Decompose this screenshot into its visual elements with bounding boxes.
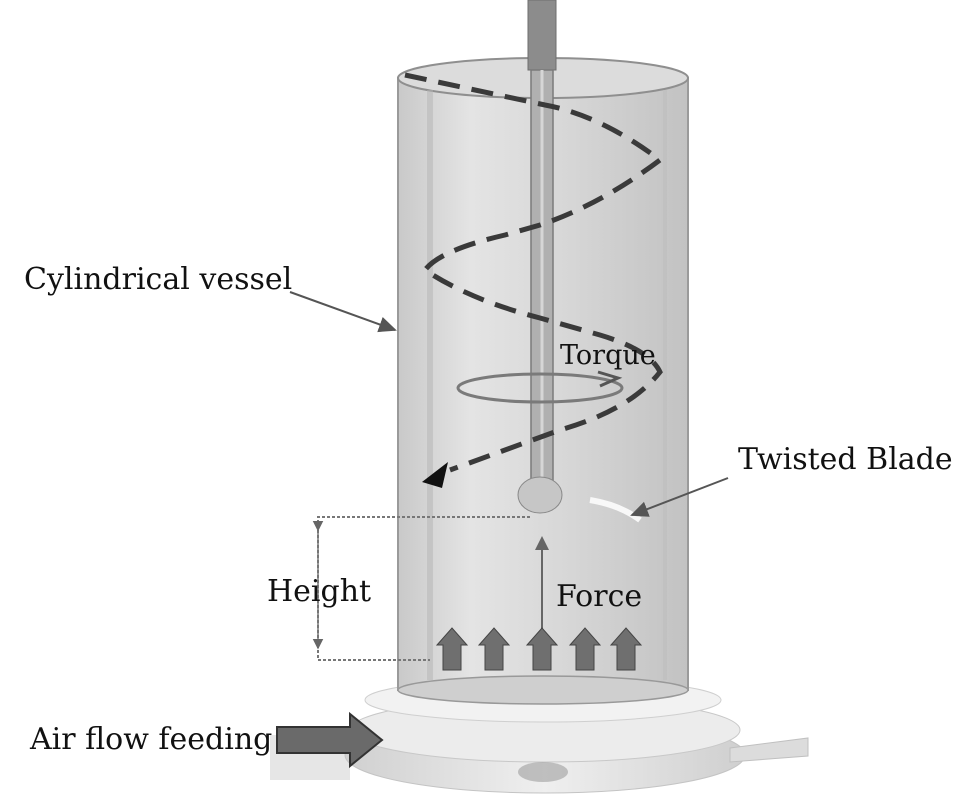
twisted-blade <box>589 497 642 523</box>
twisted-blade-leader <box>630 477 729 517</box>
air-feed-arrow-icon <box>276 711 384 769</box>
cylindrical-vessel-leader <box>289 291 397 333</box>
torque-arrow-icon <box>597 370 623 388</box>
helix-spiral <box>404 72 665 488</box>
air-jet-icon <box>568 627 602 671</box>
air-jets <box>435 627 643 671</box>
helix-arrowhead-icon <box>422 462 448 488</box>
label-height: Height <box>267 574 372 609</box>
torque-loop <box>456 370 624 404</box>
label-cylindrical-vessel: Cylindrical vessel <box>24 262 293 297</box>
air-jet-icon <box>477 627 511 671</box>
label-twisted-blade: Twisted Blade <box>738 442 953 477</box>
label-force: Force <box>556 579 643 614</box>
air-jet-icon <box>609 627 643 671</box>
air-jet-icon <box>525 627 559 671</box>
air-jet-icon <box>435 627 469 671</box>
height-bracket <box>312 516 530 661</box>
label-torque: Torque <box>560 340 656 371</box>
label-air-flow-feeding: Air flow feeding <box>30 722 273 757</box>
shaft <box>517 0 563 514</box>
